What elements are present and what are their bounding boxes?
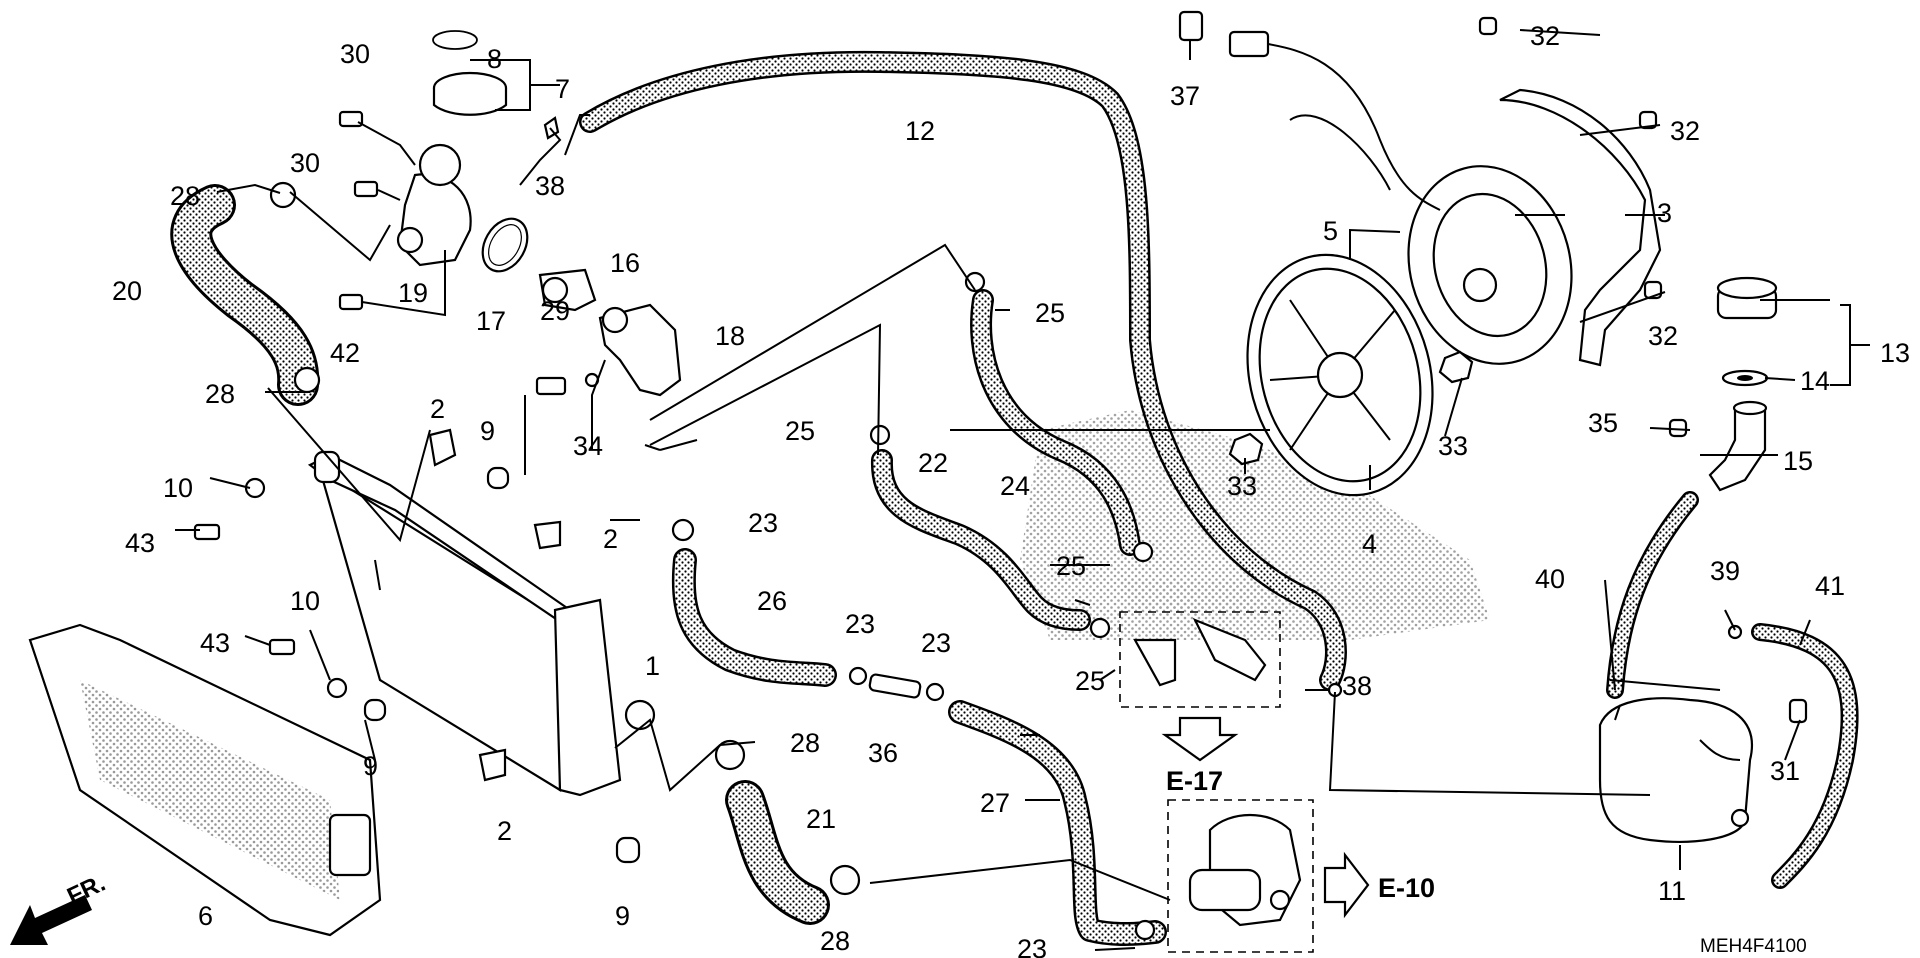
callout-25: 25: [785, 416, 815, 446]
radiator: [307, 450, 656, 797]
callout-25: 25: [1035, 298, 1065, 328]
callout-2: 2: [603, 524, 618, 554]
callout-2: 2: [430, 394, 445, 424]
callout-14: 14: [1800, 366, 1830, 396]
callout-42: 42: [330, 338, 360, 368]
callout-34: 34: [573, 431, 603, 461]
callout-11: 11: [1658, 876, 1686, 906]
callout-40: 40: [1535, 564, 1565, 594]
callout-33: 33: [1227, 471, 1257, 501]
joints-and-clamps: [269, 181, 1743, 941]
callout-25: 25: [1056, 551, 1086, 581]
callout-22: 22: [918, 448, 948, 478]
callout-41: 41: [1815, 571, 1845, 601]
callout-16: 16: [610, 248, 640, 278]
callout-33: 33: [1438, 431, 1468, 461]
callout-28: 28: [820, 926, 850, 956]
fan-assembly: [1246, 88, 1662, 497]
callout-32: 32: [1670, 116, 1700, 146]
callout-36: 36: [868, 738, 898, 768]
callout-29: 29: [540, 296, 570, 326]
callout-31: 31: [1770, 756, 1800, 786]
callout-numbers: 1 2 2 2 3 4 5 6 7 8 9 9 9 10 10 11 12 13…: [112, 21, 1910, 958]
callout-30: 30: [340, 39, 370, 69]
hoses: [170, 50, 1859, 947]
callout-9: 9: [615, 901, 630, 931]
callout-35: 35: [1588, 408, 1618, 438]
callout-23: 23: [748, 508, 778, 538]
detail-box-lower: [1167, 799, 1314, 953]
callout-37: 37: [1170, 81, 1200, 111]
callout-28: 28: [170, 181, 200, 211]
callout-12: 12: [905, 116, 935, 146]
callout-43: 43: [200, 628, 230, 658]
callout-1: 1: [645, 651, 660, 681]
diagram-code: MEH4F4100: [1700, 936, 1807, 957]
detail-box-upper: [1119, 611, 1281, 708]
callout-7: 7: [555, 74, 570, 104]
callout-10: 10: [290, 586, 320, 616]
reserve-tank: [1598, 697, 1753, 843]
filler-cap-and-neck: [1708, 276, 1778, 492]
callout-9: 9: [480, 416, 495, 446]
callout-20: 20: [112, 276, 142, 306]
callout-26: 26: [757, 586, 787, 616]
callout-23: 23: [845, 609, 875, 639]
callout-10: 10: [163, 473, 193, 503]
callout-3: 3: [1657, 198, 1672, 228]
callout-17: 17: [476, 306, 506, 336]
callout-28: 28: [205, 379, 235, 409]
callout-5: 5: [1323, 216, 1338, 246]
callout-23: 23: [1017, 934, 1047, 958]
callout-8: 8: [487, 44, 502, 74]
callout-9: 9: [363, 751, 378, 781]
callout-38: 38: [1342, 671, 1372, 701]
water-pump: [1188, 813, 1302, 927]
callout-38: 38: [535, 171, 565, 201]
front-direction-arrow: FR.: [10, 870, 110, 945]
callout-25: 25: [1075, 666, 1105, 696]
callout-28: 28: [790, 728, 820, 758]
callout-27: 27: [980, 788, 1010, 818]
pipe-fittings: [1133, 617, 1267, 687]
callout-4: 4: [1362, 529, 1377, 559]
callout-32: 32: [1530, 21, 1560, 51]
callout-30: 30: [290, 148, 320, 178]
callout-18: 18: [715, 321, 745, 351]
radiator-shroud: [28, 623, 382, 937]
ref-e10-label: E-10: [1378, 873, 1435, 903]
callout-24: 24: [1000, 471, 1030, 501]
callout-32: 32: [1648, 321, 1678, 351]
callout-19: 19: [398, 278, 428, 308]
reference-e10: E-10: [1323, 851, 1435, 919]
callout-39: 39: [1710, 556, 1740, 586]
leader-lines: [175, 29, 1870, 951]
callout-13: 13: [1880, 338, 1910, 368]
callout-6: 6: [198, 901, 213, 931]
callout-43: 43: [125, 528, 155, 558]
ref-e17-label: E-17: [1166, 766, 1223, 796]
thermostat-housing: [396, 30, 682, 397]
callout-15: 15: [1783, 446, 1813, 476]
callout-2: 2: [497, 816, 512, 846]
callout-21: 21: [806, 804, 836, 834]
callout-23: 23: [921, 628, 951, 658]
small-parts: [193, 10, 1808, 864]
reference-e17: E-17: [1161, 716, 1239, 796]
